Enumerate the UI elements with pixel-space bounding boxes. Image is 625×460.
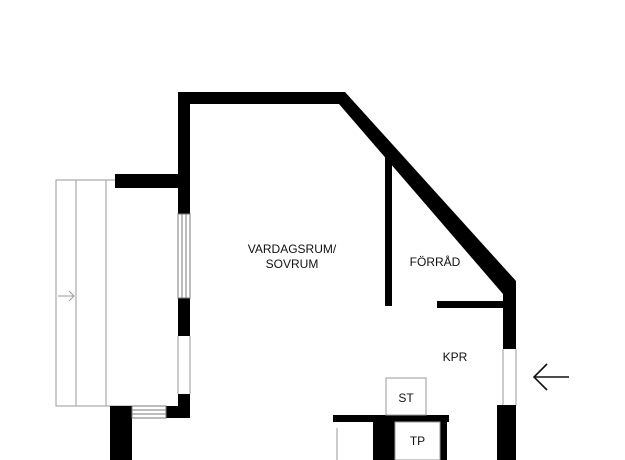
balcony-door <box>131 405 167 419</box>
balcony-stub-wall <box>115 174 190 188</box>
bathroom-right-wall <box>440 422 447 460</box>
door-openings <box>177 336 517 405</box>
room-label-living: VARDAGSRUM/ SOVRUM <box>232 242 352 272</box>
entrance-side-wall <box>497 405 503 460</box>
right-wall-upper <box>503 281 516 349</box>
lower-left-wall <box>110 406 132 460</box>
room-label-living-line2: SOVRUM <box>265 257 319 271</box>
right-wall-lower <box>503 405 516 460</box>
cabinets <box>336 377 441 460</box>
room-label-storage: FÖRRÅD <box>409 255 461 269</box>
room-label-living-line1: VARDAGSRUM/ <box>247 242 337 256</box>
bathroom-inner-wall <box>373 422 395 460</box>
outer-walls <box>110 92 516 460</box>
window-left <box>177 213 191 299</box>
left-wall-middle <box>178 298 190 336</box>
arrow-left-icon <box>532 363 569 391</box>
bathroom-top-wall <box>333 415 449 422</box>
cabinet-label-tp: TP <box>409 434 426 448</box>
left-bottom-wall <box>166 406 190 418</box>
cabinet-label-st: ST <box>398 391 414 405</box>
cabinet-st-outline <box>385 377 427 416</box>
arrow-right-icon <box>58 290 75 302</box>
storage-wall-vertical <box>385 150 392 306</box>
left-wall-upper <box>178 92 190 214</box>
cabinet-tp-outline <box>394 421 441 460</box>
room-label-wardrobe: KPR <box>442 350 468 364</box>
interior-walls <box>333 150 506 460</box>
balcony <box>55 179 137 407</box>
storage-wall-horizontal <box>437 301 506 308</box>
